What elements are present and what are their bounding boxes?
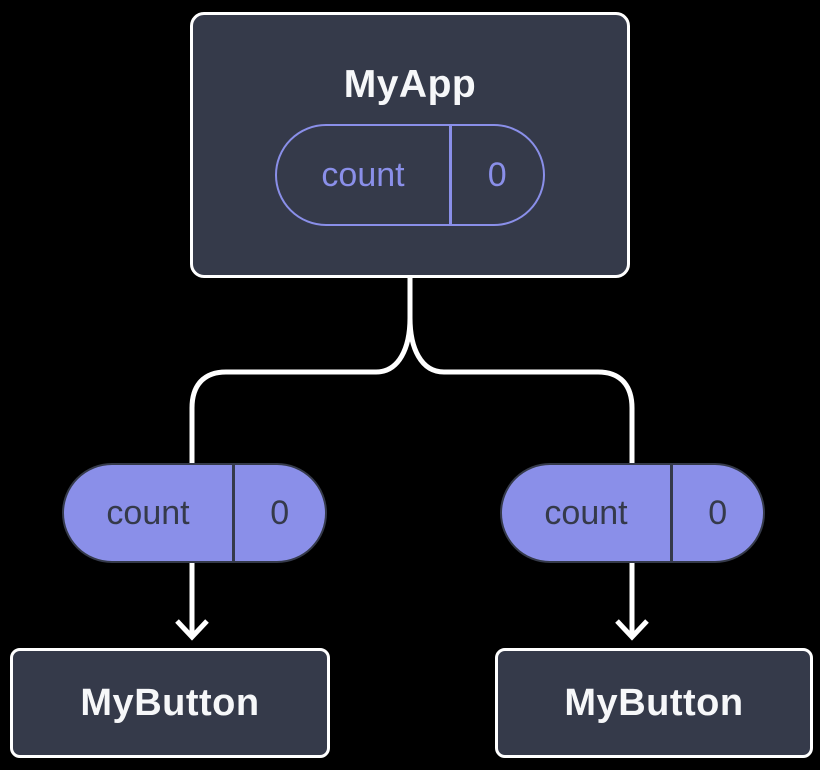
prop-pill-right-name: count [544, 493, 628, 532]
root-node-title: MyApp [343, 62, 477, 106]
branch-left-path [189, 278, 413, 464]
state-pill: count 0 [275, 124, 545, 227]
prop-pill-right: count 0 [500, 463, 765, 563]
arrow-right-head-icon [615, 619, 649, 641]
state-pill-value: 0 [487, 155, 507, 194]
state-pill-divider [449, 126, 452, 225]
child-node-mybutton-left: MyButton [10, 648, 330, 758]
arrow-left-head-icon [175, 619, 209, 641]
prop-pill-left-name: count [106, 493, 190, 532]
prop-pill-right-divider [670, 465, 673, 561]
child-node-left-title: MyButton [80, 681, 260, 724]
prop-pill-left-divider [232, 465, 235, 561]
state-pill-name: count [321, 155, 405, 194]
prop-pill-left: count 0 [62, 463, 327, 563]
prop-pill-left-value: 0 [270, 493, 290, 532]
child-node-right-title: MyButton [564, 681, 744, 724]
child-node-mybutton-right: MyButton [495, 648, 813, 758]
root-node-myapp: MyApp count 0 [190, 12, 630, 278]
prop-pill-right-value: 0 [708, 493, 728, 532]
branch-right-path [407, 278, 635, 464]
